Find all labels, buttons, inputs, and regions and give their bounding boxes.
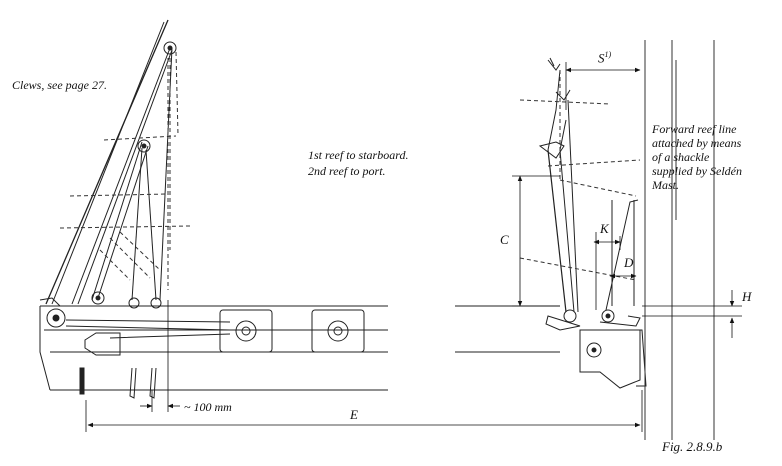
clews-note: Clews, see page 27. <box>12 78 107 92</box>
forward-reef-line-4: supplied by Seldén <box>652 164 742 178</box>
dim-label-e: E <box>350 407 358 422</box>
mid-sheave <box>137 139 151 153</box>
forward-reef-line-3: of a shackle <box>652 150 710 164</box>
dim-label-s-note: 1) <box>604 50 612 59</box>
mast-wall <box>644 40 715 440</box>
forward-reef-line-1: Forward reef line <box>652 122 737 136</box>
mast-front <box>611 200 635 306</box>
dim-label-h: H <box>742 289 752 304</box>
reef-hook-sheave <box>601 309 615 323</box>
dim-label-k: K <box>600 221 609 236</box>
mast-end-view <box>455 40 715 440</box>
dimension-lines-right <box>512 62 742 338</box>
forward-reef-note: Forward reef line attached by means of a… <box>652 122 742 192</box>
boom-slider <box>84 332 121 356</box>
reef-sheave-1 <box>91 291 105 305</box>
gooseneck <box>579 329 641 389</box>
dim-label-c: C <box>500 232 509 247</box>
boom-drum-2 <box>311 309 365 353</box>
figure-caption: Fig. 2.8.9.b <box>662 439 723 454</box>
dim-label-s: S1) <box>598 50 612 66</box>
forward-reef-line-2: attached by means <box>652 136 742 150</box>
boom-drum-1 <box>219 309 273 353</box>
boom-side-view <box>39 19 388 399</box>
dim-label-d: D <box>624 255 634 270</box>
reef-sheave-2 <box>128 297 140 309</box>
reef-line-right <box>547 149 567 313</box>
forward-reef-line-5: Mast. <box>652 178 679 192</box>
reef-note-line-1: 1st reef to starboard. <box>308 148 409 162</box>
post-1 <box>79 367 85 395</box>
boom-end-sheave <box>46 308 66 328</box>
tack-sheave <box>563 309 577 323</box>
leech-line <box>45 19 169 305</box>
reef-note-line-2: 2nd reef to port. <box>308 164 386 178</box>
boom-outline <box>39 305 388 391</box>
dim-label-spacing: ~ 100 mm <box>184 400 232 414</box>
reef-line-1 <box>91 141 143 301</box>
dimension-lines-left <box>85 300 643 432</box>
top-sheave <box>163 41 177 55</box>
